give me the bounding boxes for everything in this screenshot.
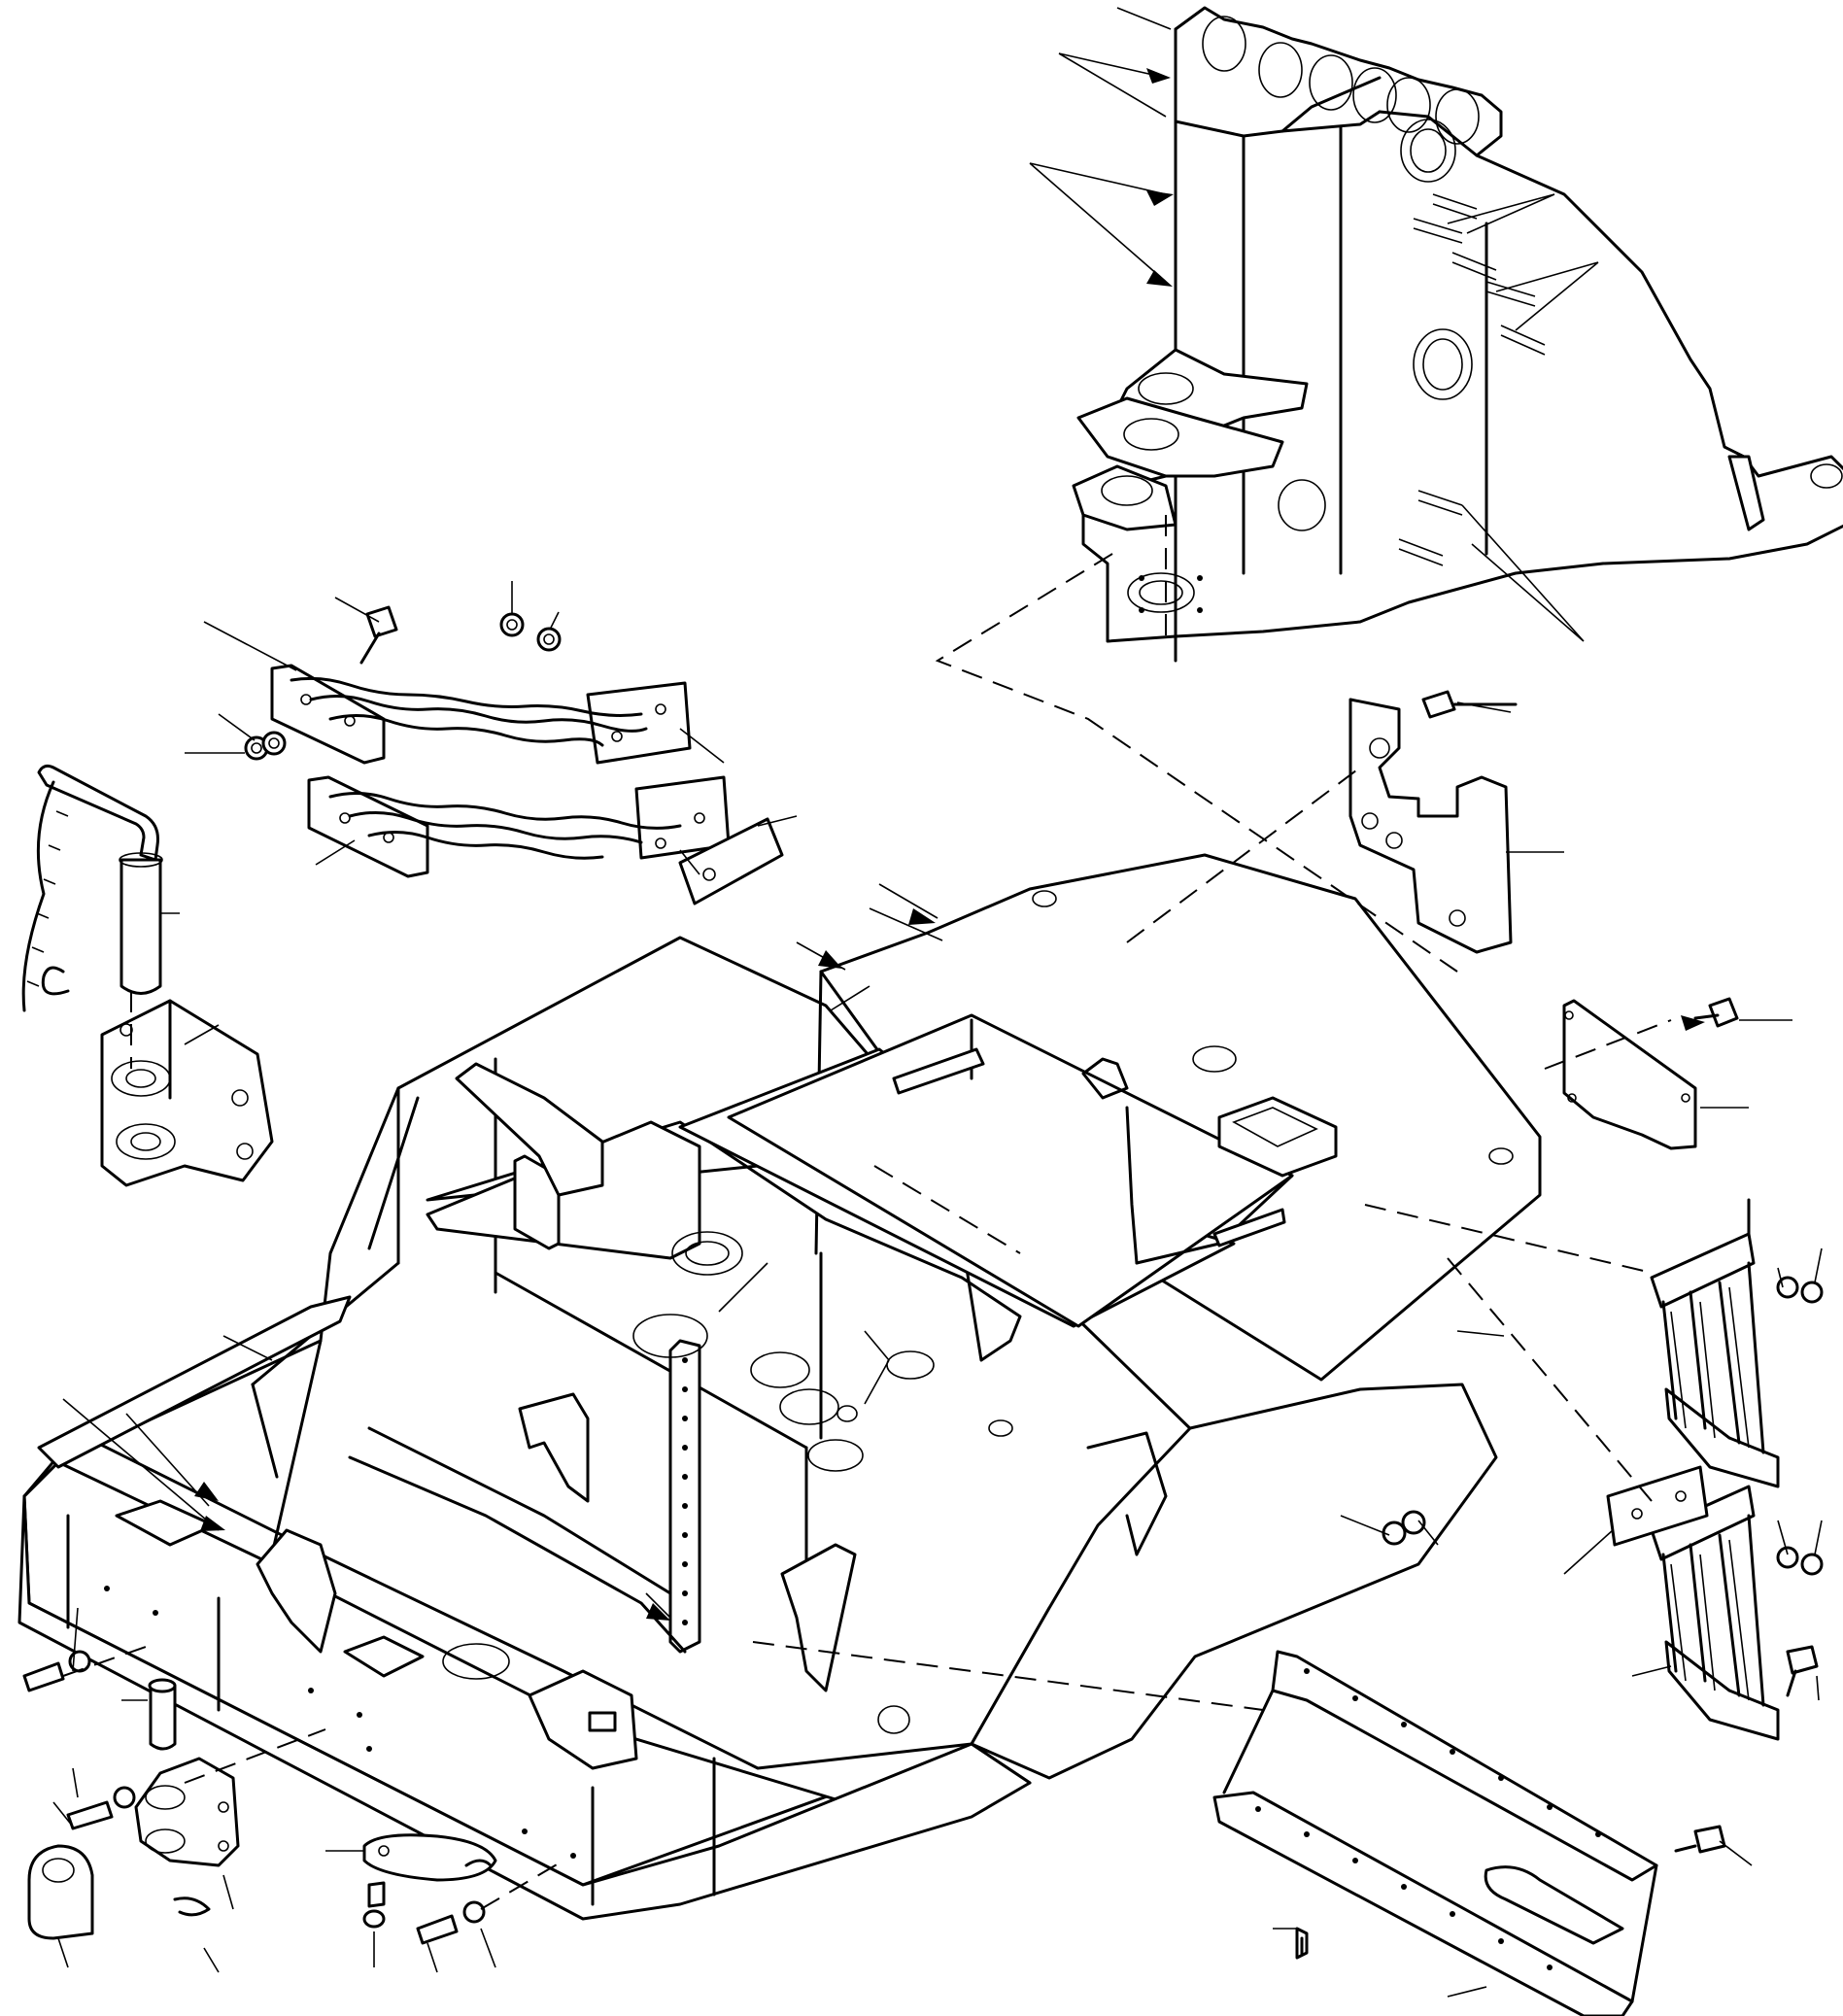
arrowheads [194,68,1705,1621]
frame [17,853,1542,1921]
upper-step [270,664,692,765]
loader-tower [1072,6,1843,663]
lifting-plate [362,1833,497,1882]
cover-plate [1562,999,1697,1150]
clevis-bracket [100,999,274,1187]
ladder-lower [1650,1485,1780,1741]
assembly-lines [62,515,1672,1910]
support-plate [678,817,784,905]
right-hardware [1295,690,1824,1960]
tow-eye [27,1844,94,1940]
tow-bracket [134,1757,240,1867]
lower-step [307,775,731,878]
hitch-pin [148,1678,177,1751]
step-hardware [244,605,562,761]
leader-lines [52,7,1823,1998]
shield-plate [1606,1465,1709,1547]
plug-plate [1212,1650,1658,2016]
ladder-upper [1650,1198,1780,1488]
pin-with-chain [21,764,163,1012]
tow-hardware [22,1650,486,1945]
mounting-bracket [1348,698,1513,954]
